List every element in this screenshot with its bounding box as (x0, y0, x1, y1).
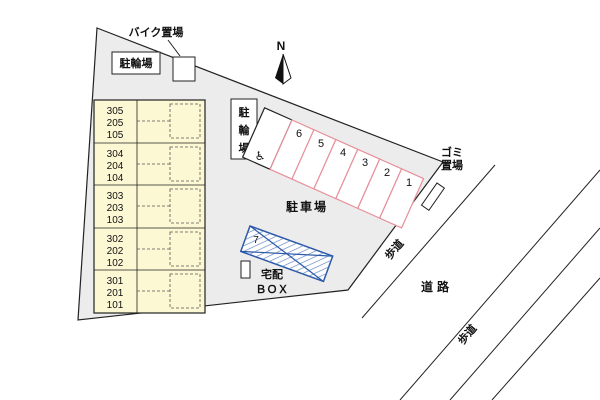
road-line (449, 227, 600, 400)
unit-label: 301 (107, 276, 124, 287)
parking-space-number: 5 (318, 138, 324, 150)
delivery-box (240, 260, 251, 279)
unit-label: 103 (107, 215, 124, 226)
parking-space-number: 1 (406, 177, 412, 189)
unit-label: 303 (107, 191, 124, 202)
parking-space (378, 168, 425, 229)
garbage-label-line2: 置場 (441, 158, 463, 172)
covered-space-number: 7 (253, 235, 259, 246)
delivery-box-label-line2: ＢＯＸ (256, 283, 289, 296)
unit-label: 204 (107, 161, 124, 172)
parking-space-number: 3 (362, 157, 368, 169)
bike-storage-box (172, 56, 196, 82)
bicycle-parking-mid-char: 輪 (239, 123, 251, 137)
parking-space-number: 6 (296, 128, 302, 140)
unit-label: 302 (107, 234, 124, 245)
bicycle-parking-mid-char: 場 (239, 141, 250, 155)
compass-needle-icon (282, 53, 292, 85)
unit-label: 104 (107, 173, 124, 184)
road-line (361, 164, 496, 319)
bicycle-parking-mid-char: 駐 (239, 105, 250, 119)
road-line (399, 169, 600, 400)
parking-space-number: 2 (384, 167, 390, 179)
road-label: 道路 (421, 279, 453, 294)
compass-n-label: N (277, 39, 286, 53)
parking-lot-label: 駐車場 (286, 199, 328, 214)
bicycle-parking-top-label: 駐輪場 (120, 56, 153, 70)
unit-label: 101 (107, 300, 124, 311)
covered-structure-cross (240, 250, 333, 257)
delivery-box-label-line1: 宅配 (261, 267, 283, 281)
sidewalk-lower-label: 歩道 (454, 321, 479, 347)
covered-structure (239, 225, 334, 283)
unit-label: 203 (107, 203, 124, 214)
unit-label: 304 (107, 149, 124, 160)
unit-label: 305 (107, 106, 124, 117)
unit-label: 102 (107, 258, 124, 269)
garbage-box (420, 182, 446, 211)
bike-storage-leader-line (167, 39, 181, 57)
unit-label: 105 (107, 130, 124, 141)
unit-label: 201 (107, 288, 124, 299)
compass-needle-icon (275, 54, 283, 84)
bike-storage-label: バイク置場 (129, 25, 184, 39)
garbage-label-line1: ゴミ (441, 145, 463, 159)
parking-space-number: 4 (340, 147, 346, 159)
wheelchair-icon: ♿ (255, 149, 266, 163)
unit-label: 205 (107, 118, 124, 129)
unit-label: 202 (107, 246, 124, 257)
road-line (491, 277, 600, 400)
parking-row (241, 107, 425, 229)
building (93, 99, 206, 314)
bicycle-parking-box (111, 51, 161, 75)
